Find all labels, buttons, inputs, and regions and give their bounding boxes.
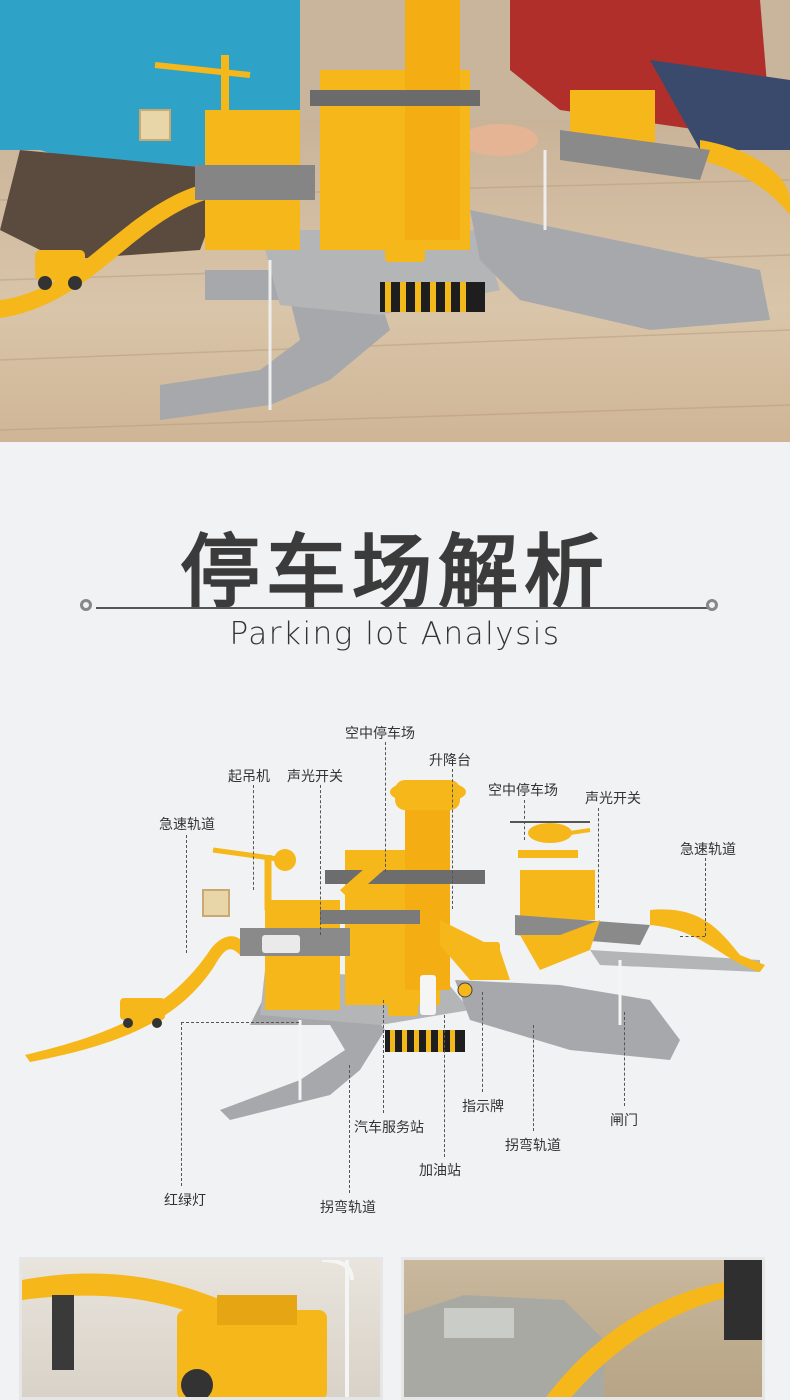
old-car-closeup [404,1260,762,1397]
label-sign: 指示牌 [462,1099,504,1115]
label-speed-track-right: 急速轨道 [680,842,736,858]
leader-sound-light-switch-left [320,785,321,935]
divider-right-dot [706,599,718,611]
hero-scene-illustration [0,0,790,431]
leader-traffic-light-h [181,1022,299,1023]
label-sound-light-switch-right: 声光开关 [585,791,641,807]
leader-sign [482,992,483,1092]
label-traffic-light: 红绿灯 [164,1193,206,1209]
leader-speed-track-right [705,858,706,936]
divider-left-dot [80,599,92,611]
label-curve-track-left: 拐弯轨道 [320,1200,376,1216]
leader-service-station [383,1000,384,1113]
leader-traffic-light [181,1022,182,1186]
label-service-station: 汽车服务站 [354,1120,424,1136]
section-subtitle: Parking lot Analysis [229,616,561,652]
hero-photo [0,0,790,442]
label-sky-parking-right: 空中停车场 [488,783,558,799]
leader-sky-parking-main [385,742,386,872]
leader-sound-light-switch-right [598,808,599,908]
label-speed-track-left: 急速轨道 [159,817,215,833]
title-divider [96,607,708,609]
label-gas-station: 加油站 [419,1163,461,1179]
leader-elevator [452,769,453,909]
label-gate: 闸门 [610,1113,638,1129]
leader-speed-track-left [186,835,187,953]
label-crane: 起吊机 [228,769,270,785]
leader-curve-track-left [349,1065,350,1193]
leader-gas-station [444,1015,445,1157]
parking-lot-illustration [25,780,765,1120]
leader-sky-parking-right [524,800,525,840]
label-elevator: 升降台 [429,753,471,769]
detail-photo-old-car [401,1257,765,1400]
leader-crane [253,785,254,890]
section-title: 停车场解析 [180,526,610,619]
leader-curve-track-right [533,1025,534,1131]
label-curve-track-right: 拐弯轨道 [505,1138,561,1154]
parking-lot-diagram: 空中停车场 升降台 起吊机 声光开关 空中停车场 声光开关 急速轨道 急速轨道 … [0,680,790,1240]
leader-speed-track-right-h [680,936,705,937]
dump-truck-closeup [22,1260,354,1397]
leader-gate [624,1012,625,1106]
label-sound-light-switch-left: 声光开关 [287,769,343,785]
label-sky-parking-main: 空中停车场 [345,726,415,742]
detail-photo-dump-truck [19,1257,383,1400]
